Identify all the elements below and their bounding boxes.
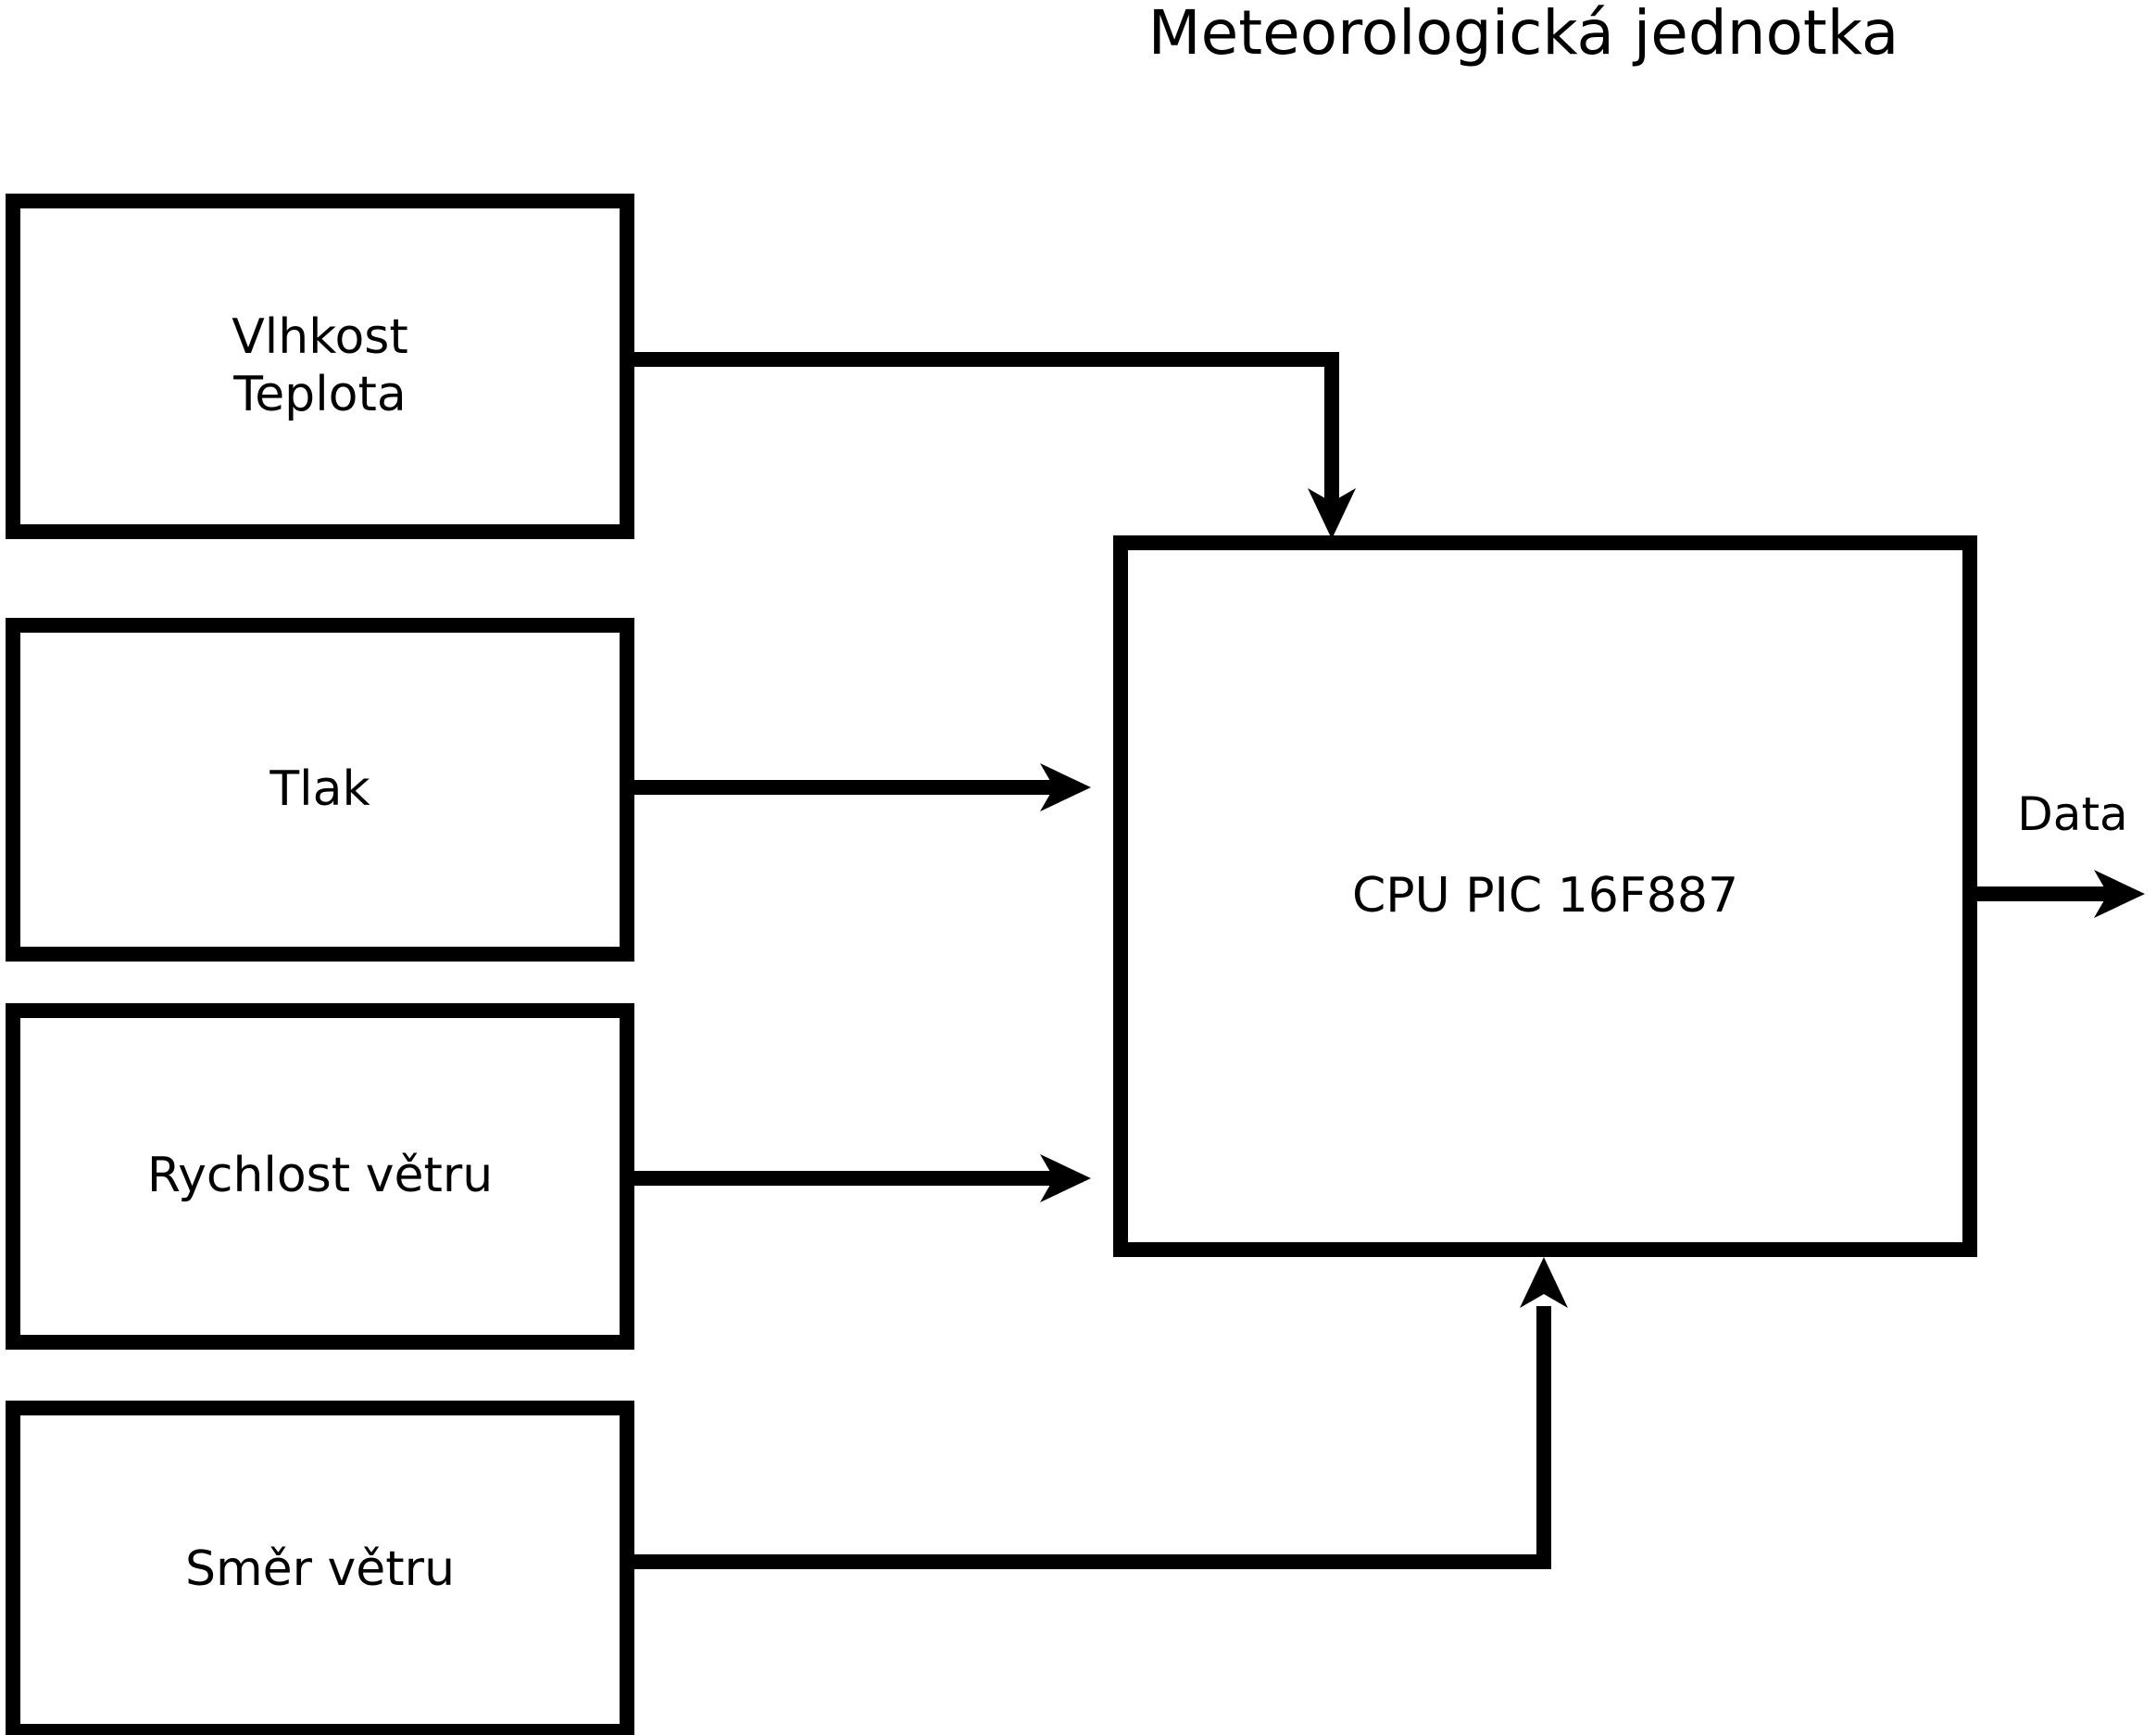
arrowhead-right-icon	[1040, 1154, 1091, 1202]
sensor-box-rychlost-vetru-label: Rychlost větru	[146, 1148, 494, 1204]
arrow-smer-to-cpu-line	[634, 1306, 1551, 1569]
arrowhead-down-icon	[1308, 488, 1356, 539]
arrowhead-right-icon	[1040, 763, 1091, 811]
sensor-box-rychlost-vetru: Rychlost větru	[6, 1003, 634, 1350]
cpu-box: CPU PIC 16F887	[1113, 535, 1977, 1257]
sensor-box-smer-vetru: Směr větru	[6, 1401, 634, 1735]
arrow-vlhkost-to-cpu-line	[634, 352, 1339, 505]
sensor-box-smer-vetru-label: Směr větru	[184, 1540, 456, 1597]
sensor-box-tlak-label: Tlak	[270, 761, 370, 817]
arrowhead-right-icon	[2094, 870, 2145, 918]
data-output-label: Data	[2017, 787, 2128, 841]
sensor-box-tlak: Tlak	[6, 618, 634, 962]
arrowhead-up-icon	[1520, 1257, 1568, 1308]
page-title: Meteorologická jednotka	[1147, 0, 1899, 69]
sensor-box-vlhkost-teplota: Vlhkost Teplota	[6, 194, 634, 539]
cpu-box-label: CPU PIC 16F887	[1351, 867, 1739, 924]
sensor-box-vlhkost-teplota-label: Vlhkost Teplota	[232, 309, 408, 422]
